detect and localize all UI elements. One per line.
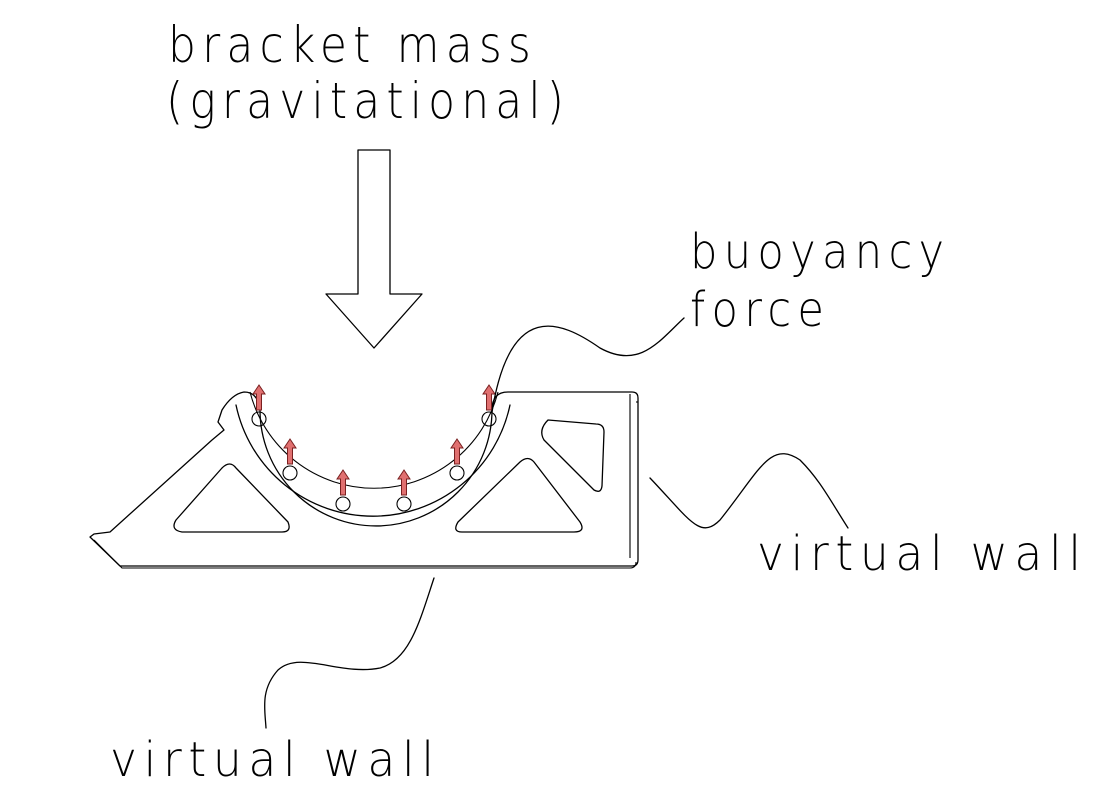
buoyancy-arrow [336,469,350,496]
leader-virtual-wall-bottom [264,577,435,729]
virtual-wall-bottom-label: virtual wall [110,732,441,788]
bracket-outline [89,391,639,569]
gravitational-label: (gravitational) [166,72,571,130]
leader-virtual-wall-right [649,453,849,529]
force-label: force [690,282,831,338]
virtual-wall-right-label: virtual wall [757,526,1088,582]
gravity-arrow [325,149,423,349]
buoyancy-arrow [450,438,464,465]
leader-buoyancy [491,317,685,413]
buoyancy-arrow [252,384,266,411]
mounting-holes [251,411,497,512]
cutout-middle [455,457,583,533]
buoyancy-label: buoyancy [690,224,951,280]
buoyancy-arrow [397,469,411,496]
buoyancy-arrows [252,384,496,496]
buoyancy-arrow [283,438,297,465]
cutout-left [173,463,290,533]
cutout-right [541,419,605,492]
bracket-mass-label: bracket mass [168,16,537,74]
buoyancy-arrow [482,384,496,411]
